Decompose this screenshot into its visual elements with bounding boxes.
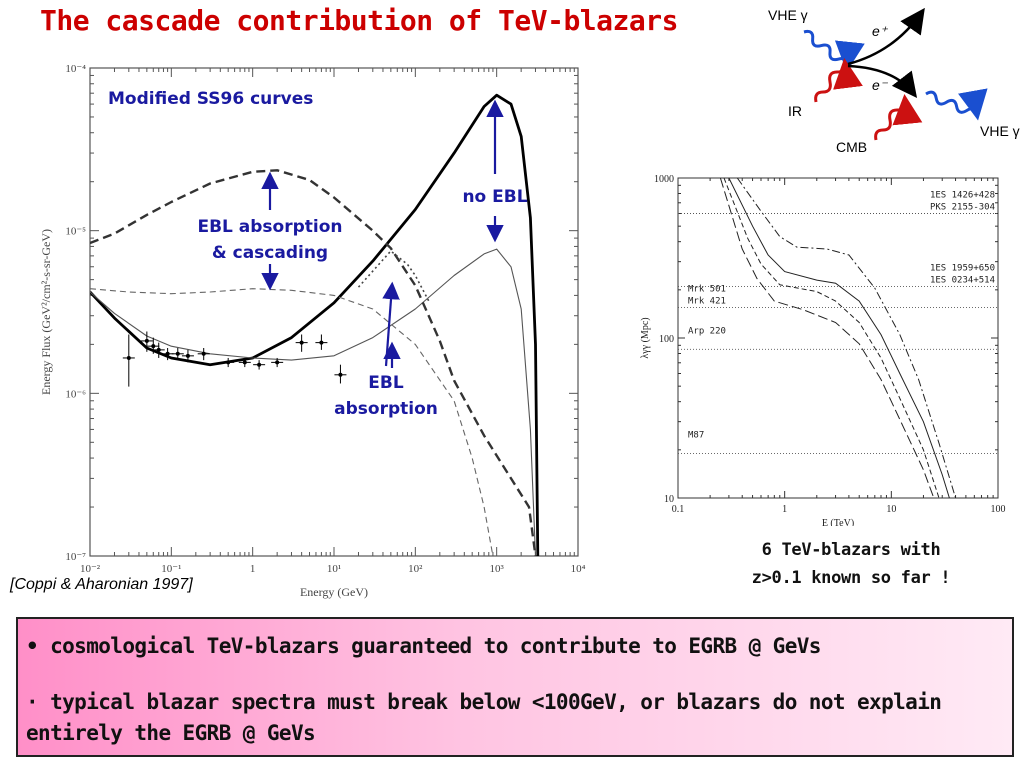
bullet-marker: · bbox=[26, 690, 39, 714]
x-tick-label: 10¹ bbox=[327, 563, 341, 575]
y-tick-label: 10⁻⁶ bbox=[65, 388, 86, 400]
data-point bbox=[299, 340, 304, 345]
plot-frame bbox=[89, 67, 579, 557]
positron-track bbox=[847, 7, 925, 66]
annotation-no-ebl: no EBL bbox=[462, 187, 527, 207]
flux-chart: 10⁻² 10⁻¹ 1 10¹ 10² 10³ 10⁴ 10⁻⁷ 10⁻⁶ 10⁻⁵ 10⁻⁴ Ene… bbox=[39, 63, 586, 599]
label-cmb: CMB bbox=[836, 139, 867, 155]
bullet-text: typical blazar spectra must break below … bbox=[26, 690, 942, 745]
data-point bbox=[144, 338, 149, 343]
blazar-count-note: 6 TeV-blazars with z>0.1 known so far ! bbox=[716, 536, 986, 592]
mfp-x-tick-label: 1 bbox=[782, 504, 787, 515]
mfp-x-tick-label: 0.1 bbox=[672, 504, 685, 515]
data-point bbox=[226, 360, 231, 365]
y-tick-label: 10⁻⁴ bbox=[65, 63, 86, 75]
source-label: Arp 220 bbox=[688, 326, 726, 336]
label-vhe-out: VHE γ bbox=[980, 123, 1020, 139]
vhe-out-wave bbox=[925, 88, 988, 121]
y-tick-label: 10⁻⁵ bbox=[65, 226, 86, 238]
data-point bbox=[126, 355, 131, 360]
source-label: M87 bbox=[688, 430, 704, 440]
mfp-series-long-dash bbox=[719, 178, 935, 498]
mfp-y-axis-label: λγγ (Mpc) bbox=[640, 317, 651, 358]
flux-series-thin-solid bbox=[90, 248, 537, 556]
mfp-y-tick-label: 10 bbox=[664, 494, 674, 505]
source-label: Mrk 421 bbox=[688, 297, 726, 307]
bullet-text: cosmological TeV-blazars guaranteed to c… bbox=[50, 634, 821, 658]
slide-title: The cascade contribution of TeV-blazars bbox=[40, 4, 678, 37]
source-label: 1ES 0234+514 bbox=[930, 275, 995, 285]
annotation-ebl-abs-2: absorption bbox=[334, 399, 438, 419]
x-axis-label: Energy (GeV) bbox=[300, 585, 368, 599]
ir-wave bbox=[814, 58, 863, 103]
mfp-frame bbox=[677, 177, 999, 499]
note-line-1: 6 TeV-blazars with bbox=[761, 540, 941, 560]
annotation-ebl-cascade-1: EBL absorption bbox=[197, 217, 342, 237]
electron-track bbox=[847, 64, 918, 98]
y-tick-label: 10⁻⁷ bbox=[65, 551, 86, 563]
data-point bbox=[156, 347, 161, 352]
pair-production-diagram: VHE γ e⁺ e⁻ IR CMB VHE γ bbox=[768, 7, 1020, 155]
cmb-wave bbox=[874, 94, 923, 141]
x-tick-label: 10⁴ bbox=[571, 563, 586, 575]
x-tick-label: 10³ bbox=[490, 563, 505, 575]
data-point bbox=[151, 344, 156, 349]
mfp-x-tick-label: 100 bbox=[991, 504, 1006, 515]
annotation-ebl-cascade-2: & cascading bbox=[212, 243, 328, 263]
data-point bbox=[338, 372, 343, 377]
flux-series-thin-dashed bbox=[90, 288, 494, 556]
mfp-y-tick-label: 100 bbox=[659, 334, 674, 345]
x-tick-label: 10² bbox=[408, 563, 423, 575]
source-label: 1ES 1426+428 bbox=[930, 190, 995, 200]
mfp-x-axis-label: E (TeV) bbox=[822, 518, 854, 526]
note-line-2: z>0.1 known so far ! bbox=[751, 568, 951, 588]
label-vhe-in: VHE γ bbox=[768, 7, 808, 23]
flux-series-thick-dashed bbox=[90, 169, 537, 556]
bullet-2: · typical blazar spectra must break belo… bbox=[26, 687, 1002, 749]
citation: [Coppi & Aharonian 1997] bbox=[10, 576, 193, 593]
summary-box: • cosmological TeV-blazars guaranteed to… bbox=[16, 617, 1014, 757]
vhe-in-wave bbox=[803, 29, 865, 72]
mfp-series-dash-dot bbox=[736, 178, 957, 498]
annotation-modified: Modified SS96 curves bbox=[108, 89, 313, 109]
data-point bbox=[242, 360, 247, 365]
source-label: 1ES 1959+650 bbox=[930, 263, 995, 273]
data-point bbox=[185, 353, 190, 358]
label-e-plus: e⁺ bbox=[872, 23, 889, 39]
data-point bbox=[257, 362, 262, 367]
mfp-y-tick-label: 1000 bbox=[654, 174, 674, 185]
mfp-series-solid bbox=[728, 178, 950, 498]
source-label: Mrk 501 bbox=[688, 285, 726, 295]
data-point bbox=[165, 351, 170, 356]
label-ir: IR bbox=[788, 103, 802, 119]
x-tick-label: 10⁻² bbox=[80, 563, 101, 575]
bullet-marker: • bbox=[26, 634, 39, 658]
x-tick-label: 10⁻¹ bbox=[161, 563, 181, 575]
data-point bbox=[275, 360, 280, 365]
label-e-minus: e⁻ bbox=[872, 77, 889, 93]
mfp-x-tick-label: 10 bbox=[886, 504, 896, 515]
source-label: PKS 2155-304 bbox=[930, 202, 995, 212]
mfp-chart: 0.1 1 10 100 10 100 1000 E (TeV) λγγ (Mpc) 1ES 14… bbox=[640, 174, 1006, 526]
flux-series-thick-solid bbox=[90, 93, 540, 556]
data-point bbox=[175, 351, 180, 356]
y-axis-label: Energy Flux (GeV²/cm²-s-sr-GeV) bbox=[39, 229, 53, 395]
x-tick-label: 1 bbox=[250, 563, 256, 575]
data-point bbox=[319, 340, 324, 345]
mfp-series-dashed bbox=[723, 178, 940, 498]
annotation-ebl-abs-1: EBL bbox=[368, 373, 404, 393]
data-point bbox=[201, 351, 206, 356]
bullet-1: • cosmological TeV-blazars guaranteed to… bbox=[26, 631, 1002, 662]
